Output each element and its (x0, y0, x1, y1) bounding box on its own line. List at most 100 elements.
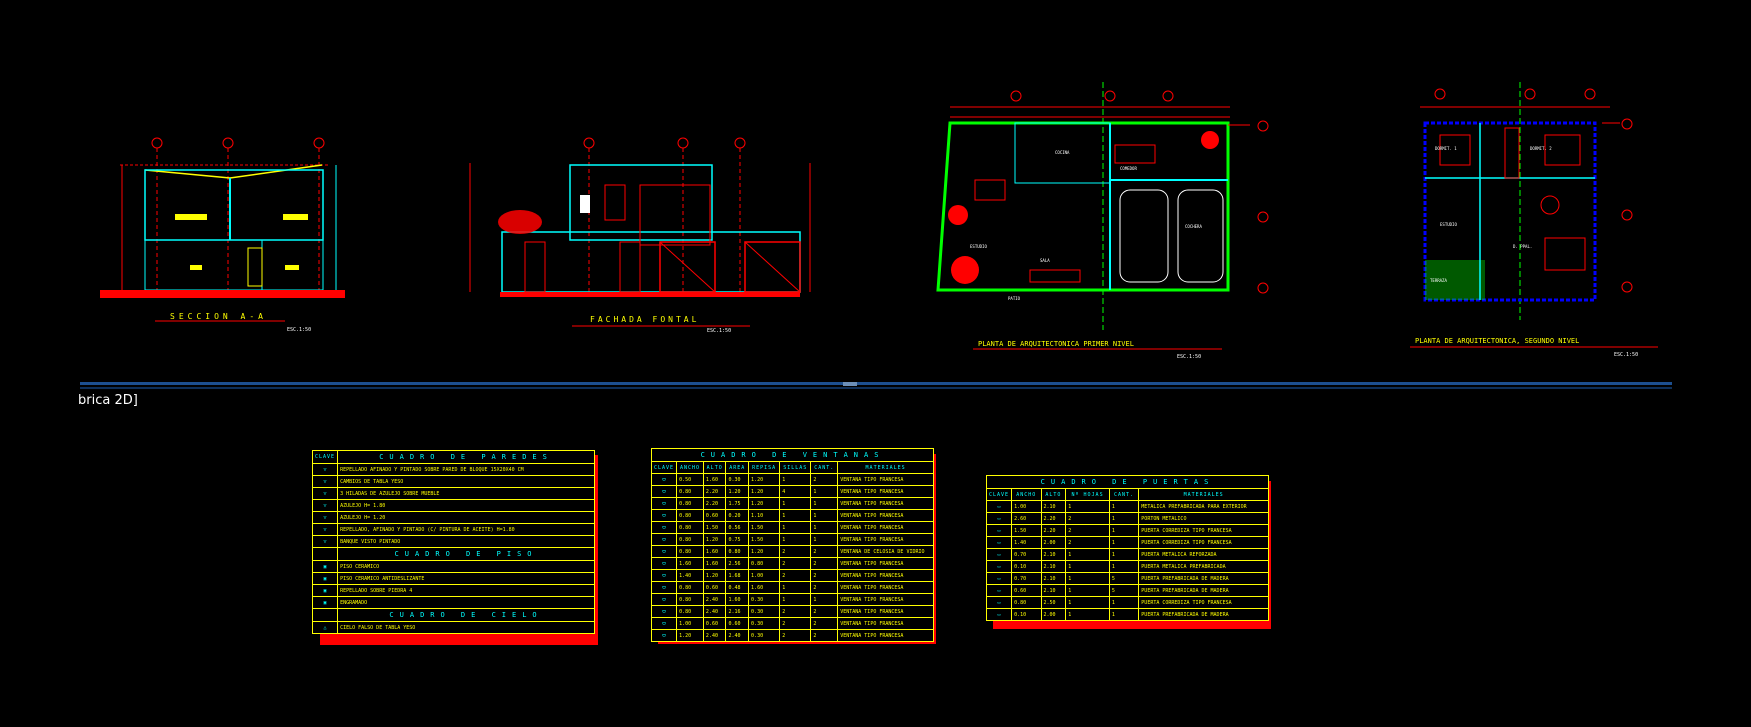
doors-cell: 0.70 (1011, 548, 1042, 561)
wall-description: CAMBIOS DE TABLA YESO (337, 475, 595, 488)
windows-cell: 0.80 (676, 497, 704, 510)
doors-cell: 2.50 (1040, 596, 1067, 609)
windows-cell: 1.60 (702, 473, 727, 486)
windows-cell: 0.80 (676, 581, 704, 594)
doors-cell: 0.60 (1011, 584, 1042, 597)
windows-header-cell: REPISA (748, 461, 781, 474)
windows-cell: 1 (779, 533, 812, 546)
wall-description: 3 HILADAS DE AZULEJO SOBRE MUEBLE (337, 487, 595, 500)
section-scale: ESC.1:50 (287, 327, 311, 333)
doors-cell: 1.00 (1011, 500, 1042, 513)
ceiling-table-title: CUADRO DE CIELO (337, 608, 595, 622)
ceiling-symbol-icon: △ (311, 621, 339, 634)
table-row: ▣PISO CERAMICO ANTIDESLIZANTE (311, 572, 595, 585)
doors-cell: 1 (1108, 500, 1140, 513)
table-row: ▽3 HILADAS DE AZULEJO SOBRE MUEBLE (311, 487, 595, 500)
door-symbol-icon: ▭ (985, 584, 1013, 597)
doors-header-cell: MATERIALES (1138, 488, 1269, 501)
doors-cell: 1 (1065, 608, 1110, 621)
windows-header-cell: MATERIALES (837, 461, 934, 474)
windows-cell: 2.20 (702, 497, 727, 510)
windows-cell: VENTANA TIPO FRANCESA (837, 593, 934, 606)
viewport-divider[interactable] (80, 382, 1672, 385)
plan2-scale: ESC.1:50 (1614, 352, 1638, 358)
floor-description: PISO CERAMICO (337, 560, 595, 573)
windows-cell: 0.60 (702, 509, 727, 522)
floor-symbol-icon: ▣ (311, 596, 339, 609)
windows-cell: 2 (779, 605, 812, 618)
plan1-room-estudio: ESTUDIO (970, 244, 987, 249)
window-symbol-icon: ⬭ (650, 557, 678, 570)
doors-cell: 0.70 (1011, 572, 1042, 585)
windows-cell: 2.56 (725, 557, 750, 570)
windows-cell: VENTANA TIPO FRANCESA (837, 557, 934, 570)
floor-description: REPELLADO SOBRE PIEDRA 4 (337, 584, 595, 597)
windows-cell: 1 (779, 521, 812, 534)
doors-cell: 1 (1108, 512, 1140, 525)
wall-description: BANQUE VISTO PINTADO (337, 535, 595, 548)
windows-header-cell: ANCHO (676, 461, 704, 474)
wall-description: AZULEJO H= 1.20 (337, 511, 595, 524)
windows-cell: 0.80 (725, 545, 750, 558)
windows-cell: 2.40 (702, 593, 727, 606)
windows-cell: 1 (810, 485, 839, 498)
door-symbol-icon: ▭ (985, 560, 1013, 573)
windows-cell: 0.80 (676, 593, 704, 606)
window-symbol-icon: ⬭ (650, 509, 678, 522)
doors-cell: 1 (1065, 584, 1110, 597)
doors-cell: 2.10 (1040, 584, 1067, 597)
plan2-room-dormit2: DORMIT. 2 (1530, 146, 1552, 151)
doors-cell: 0.80 (1011, 596, 1042, 609)
windows-cell: 1.20 (702, 569, 727, 582)
windows-cell: 2 (810, 581, 839, 594)
windows-cell: 1.20 (748, 473, 781, 486)
doors-cell: 1.50 (1011, 524, 1042, 537)
windows-cell: 0.80 (676, 485, 704, 498)
table-row: ▽AZULEJO H= 1.80 (311, 499, 595, 512)
windows-cell: 1 (779, 473, 812, 486)
viewport-splitter-handle[interactable] (843, 382, 857, 386)
section-drawing (100, 137, 345, 322)
doors-cell: 5 (1108, 584, 1140, 597)
wall-description: AZULEJO H= 1.80 (337, 499, 595, 512)
windows-cell: 2 (810, 629, 839, 642)
windows-cell: 1 (779, 581, 812, 594)
doors-cell: 1 (1065, 548, 1110, 561)
wall-symbol-icon: ▽ (311, 511, 339, 524)
windows-cell: 1.00 (748, 569, 781, 582)
windows-cell: 1.75 (725, 497, 750, 510)
windows-cell: 1.20 (748, 485, 781, 498)
doors-cell: 1 (1065, 596, 1110, 609)
door-symbol-icon: ▭ (985, 500, 1013, 513)
windows-cell: 1 (810, 497, 839, 510)
windows-cell: 1.10 (748, 509, 781, 522)
doors-cell: PUERTA CORREDIZA TIPO FRANCESA (1138, 536, 1269, 549)
windows-cell: 1 (810, 521, 839, 534)
doors-header-cell: ALTO (1040, 488, 1067, 501)
windows-cell: 2 (810, 569, 839, 582)
floor-symbol-icon: ▣ (311, 560, 339, 573)
door-symbol-icon: ▭ (985, 608, 1013, 621)
windows-cell: VENTANA TIPO FRANCESA (837, 509, 934, 522)
door-symbol-icon: ▭ (985, 572, 1013, 585)
windows-cell: 0.80 (676, 521, 704, 534)
wall-symbol-icon: ▽ (311, 535, 339, 548)
windows-header-cell: SILLAS (779, 461, 812, 474)
window-symbol-icon: ⬭ (650, 521, 678, 534)
floor-description: PISO CERAMICO ANTIDESLIZANTE (337, 572, 595, 585)
doors-cell: 2 (1065, 524, 1110, 537)
windows-cell: 1.20 (725, 485, 750, 498)
doors-cell: 1 (1108, 536, 1140, 549)
doors-cell: 1 (1065, 572, 1110, 585)
windows-cell: 1 (779, 593, 812, 606)
table-row: ▣REPELLADO SOBRE PIEDRA 4 (311, 584, 595, 597)
